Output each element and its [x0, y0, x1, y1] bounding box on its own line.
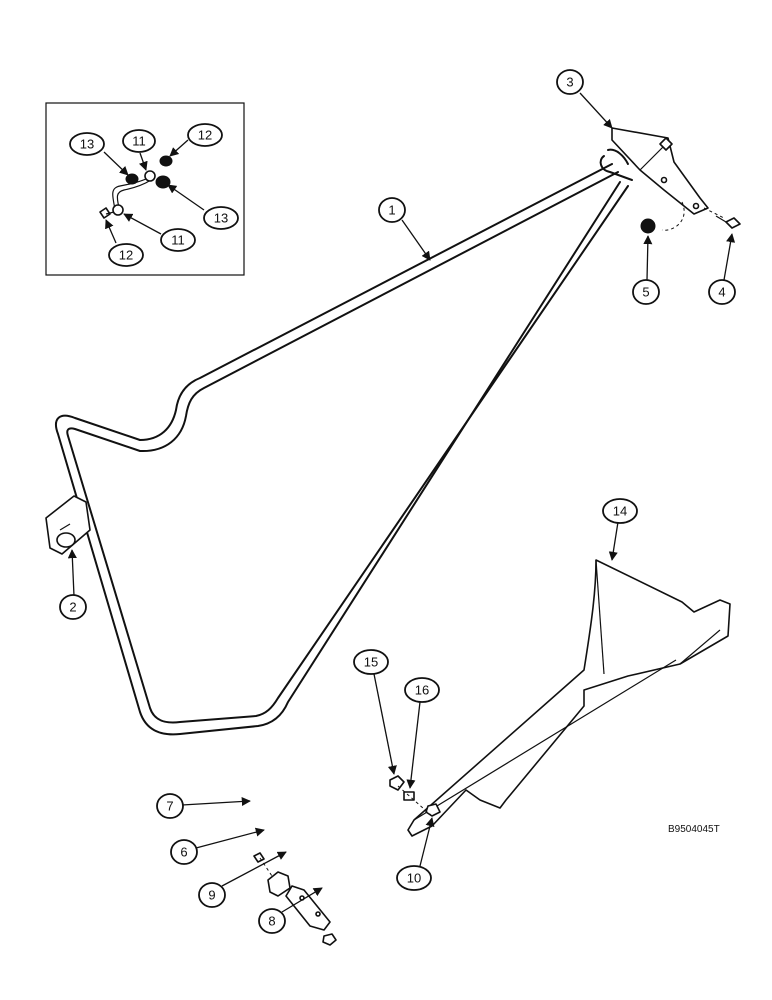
inset-nut-13a	[125, 173, 139, 185]
guard-frame-top-tube-2	[607, 148, 629, 165]
callout-5: 5	[632, 235, 660, 305]
callout-14: 14	[602, 498, 638, 561]
callout-8: 8	[258, 887, 323, 934]
callout-label: 5	[642, 285, 649, 300]
inset-nut-13b	[155, 175, 171, 189]
callout-label: 16	[415, 683, 429, 698]
callout-label: 12	[198, 128, 212, 143]
callout-11b: 11	[123, 213, 196, 252]
bolt-7	[253, 852, 265, 863]
inset-nut-12a	[159, 155, 173, 167]
inset-frame	[45, 102, 245, 276]
callout-label: 13	[214, 211, 228, 226]
callout-2: 2	[59, 549, 87, 620]
callout-label: 3	[566, 75, 573, 90]
callout-label: 7	[166, 799, 173, 814]
callout-10: 10	[396, 817, 435, 891]
shield-14	[407, 559, 731, 837]
guard-frame	[55, 148, 633, 736]
callout-3: 3	[556, 69, 613, 129]
callout-label: 13	[80, 137, 94, 152]
bracket-3-hole-a	[660, 176, 668, 184]
callout-label: 11	[171, 233, 185, 248]
callout-4: 4	[708, 233, 736, 305]
callout-label: 8	[268, 914, 275, 929]
inset-bolt-12b	[99, 207, 111, 219]
drawing-reference: B9504045T	[668, 824, 720, 835]
shield-14-fold	[413, 659, 677, 821]
bracket-2-slot	[59, 523, 71, 531]
bracket-3-bolt-head	[659, 137, 673, 151]
callout-7: 7	[156, 793, 251, 819]
bracket-3-hole-b	[692, 202, 700, 210]
callout-13a: 13	[69, 132, 129, 176]
shield-14-fold-2	[595, 559, 605, 675]
callout-6: 6	[170, 827, 265, 865]
guard-frame-inner	[66, 171, 629, 724]
guard-frame-top-tube	[599, 155, 633, 181]
callout-label: 11	[132, 134, 146, 149]
inset-tube-inner	[116, 179, 152, 213]
hardware-group	[253, 852, 337, 946]
inset-detail: 13 11 12 13 11 12	[45, 102, 245, 276]
nut-5	[640, 218, 656, 234]
shield-14-edge	[679, 629, 721, 665]
callout-15: 15	[353, 649, 397, 775]
shield-14-body	[407, 559, 731, 837]
bolt-15	[389, 775, 405, 791]
callout-label: 2	[69, 600, 76, 615]
callout-label: 6	[180, 845, 187, 860]
bracket-2-hole	[56, 532, 76, 548]
inset-tube	[112, 171, 151, 215]
callout-1: 1	[378, 197, 431, 261]
inset-fitting-bottom	[112, 204, 124, 216]
callout-9: 9	[198, 851, 287, 908]
guard-frame-outer	[55, 163, 621, 736]
hardware-dash-line-2	[259, 857, 273, 877]
bracket-9	[285, 885, 331, 931]
callout-label: 10	[407, 871, 421, 886]
inset-bolt-12b-shank	[105, 211, 115, 215]
bracket-3-plate	[611, 127, 709, 215]
callout-label: 15	[364, 655, 378, 670]
callout-13b: 13	[167, 184, 239, 230]
bracket-2	[45, 495, 91, 555]
callout-12a: 12	[169, 123, 223, 157]
callout-label: 1	[388, 203, 395, 218]
callout-label: 9	[208, 888, 215, 903]
hardware-dash-line	[397, 785, 433, 817]
callout-11a: 11	[122, 129, 156, 171]
callout-12b: 12	[105, 219, 144, 267]
bracket-3-dash-line	[661, 201, 685, 231]
inset-fitting-top	[144, 170, 156, 182]
callout-16: 16	[404, 677, 440, 789]
bracket-3-dash-line-2	[703, 207, 725, 219]
nut-8	[322, 933, 337, 946]
bolt-4	[715, 215, 741, 229]
callout-label: 12	[119, 248, 133, 263]
bracket-3	[611, 127, 725, 231]
callout-label: 4	[718, 285, 725, 300]
callout-label: 14	[613, 504, 627, 519]
